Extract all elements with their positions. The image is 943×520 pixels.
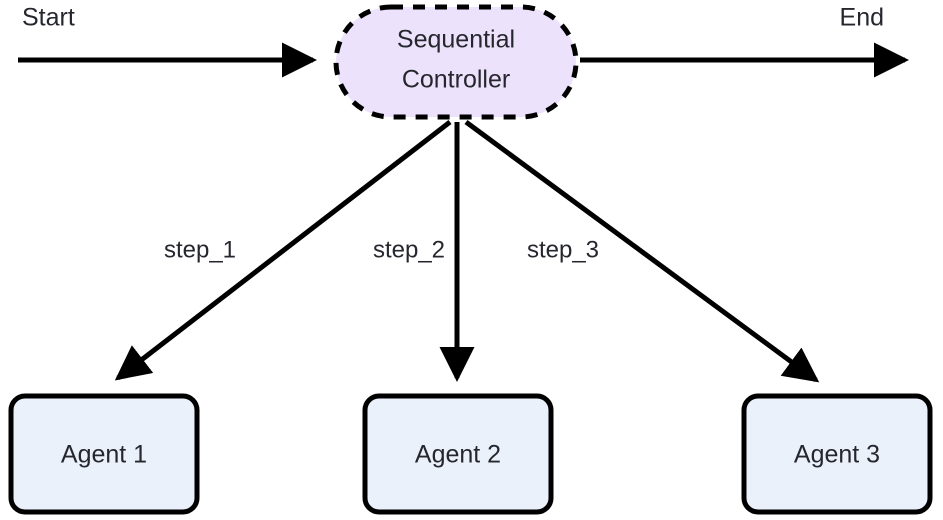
agent-2-label: Agent 2 [415,441,501,469]
edge-label-step-1: step_1 [164,236,236,263]
agent-1-shape[interactable] [8,393,200,515]
step-3-arrow-path [464,119,820,383]
node-agent-3[interactable]: Agent 3 [741,393,933,515]
agent-2-shape[interactable] [362,393,554,515]
agent-3-shape[interactable] [741,393,933,515]
start-label: Start [22,4,75,32]
edge-controller-to-agent-1 [114,120,452,381]
controller-label-line-1: Sequential [397,26,515,54]
edge-label-step-2: step_2 [373,236,445,263]
agent-1-label: Agent 1 [61,441,147,469]
node-agent-1[interactable]: Agent 1 [8,393,200,515]
node-sequential-controller[interactable]: Sequential Controller [333,4,579,120]
node-agent-2[interactable]: Agent 2 [362,393,554,515]
agent-3-label: Agent 3 [794,441,880,469]
edge-label-step-3: step_3 [527,236,599,263]
step-1-arrow-path [114,120,452,381]
controller-shape[interactable] [333,4,579,120]
controller-label-line-2: Controller [402,66,510,94]
edge-controller-to-agent-3 [464,119,820,383]
end-label: End [840,4,884,32]
